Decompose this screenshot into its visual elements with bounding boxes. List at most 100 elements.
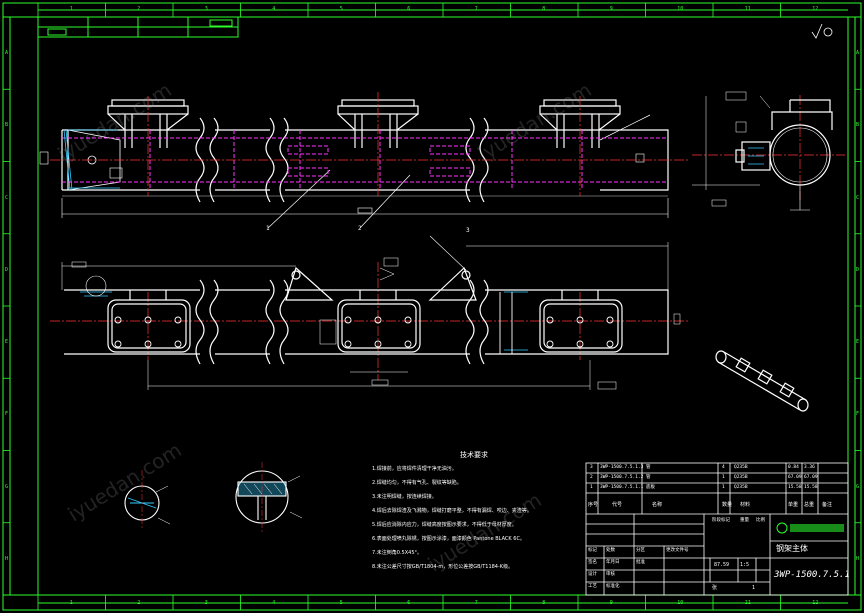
column-number: 8	[542, 6, 546, 12]
row-letter: D	[5, 266, 9, 273]
tech-requirement-line: 5.焊后应消除内应力，焊缝高度按图示要求，不得低于母材厚度。	[372, 522, 517, 528]
title-block-label: 年月日	[606, 560, 620, 565]
top-view-hidden	[62, 130, 668, 190]
column-number: 5	[339, 600, 343, 606]
title-block-label: 工艺	[588, 584, 597, 589]
drawing-number: 3WP-1500.7.5.1	[774, 570, 850, 580]
row-letter: H	[856, 555, 860, 562]
column-number: 9	[609, 600, 613, 606]
row-letter: F	[856, 411, 860, 418]
balloon-1: 1	[266, 225, 270, 232]
drawing-title: 钢架主体	[776, 544, 808, 553]
bom-header-cell: 备注	[822, 502, 833, 508]
tech-requirement-line: 4.焊后去除焊渣及飞溅物，焊缝打磨平整，不得有漏焊、咬边、夹渣等。	[372, 508, 532, 514]
side-view	[692, 91, 833, 211]
isometric-view	[715, 350, 809, 412]
row-letter: E	[5, 339, 9, 346]
tech-requirement-line: 8.未注公差尺寸按GB/T1804-m，形位公差按GB/T1184-K级。	[372, 564, 514, 570]
row-letter: H	[5, 555, 9, 562]
row-ticks	[3, 16, 861, 524]
row-letter: G	[856, 483, 860, 490]
column-number: 6	[407, 600, 411, 606]
column-number: 2	[137, 600, 141, 606]
row-letter: C	[5, 194, 9, 201]
title-block-label: 分区	[636, 548, 645, 553]
row-letter: F	[5, 411, 9, 418]
title-block-label: 签名	[588, 560, 597, 565]
column-number: 4	[272, 600, 276, 606]
title-block-label: 阶段标记	[712, 518, 730, 523]
bom-header-cell: 材料	[740, 502, 751, 508]
section-hatching	[63, 129, 528, 351]
bom-cell-name: 管	[646, 475, 651, 480]
column-number: 6	[407, 6, 411, 12]
tech-requirement-line: 2.焊缝均匀，不得有气孔、裂纹等缺陷。	[372, 480, 462, 486]
column-number: 7	[474, 6, 478, 12]
balloon-3: 3	[466, 227, 470, 234]
plate-1	[107, 290, 191, 353]
column-number: 9	[609, 6, 613, 12]
column-number: 12	[812, 600, 819, 606]
plate-3	[539, 290, 623, 353]
bom-cell-w1: 15.58	[788, 485, 802, 490]
column-number: 4	[272, 6, 276, 12]
section-detail-a	[124, 470, 171, 530]
bom-cell-name: 底板	[646, 485, 655, 490]
column-number: 1	[69, 600, 73, 606]
section-detail-b	[235, 462, 303, 532]
column-number: 1	[69, 6, 73, 12]
row-letter: B	[856, 122, 860, 129]
front-view	[61, 235, 681, 390]
title-block	[585, 462, 849, 596]
column-number: 12	[812, 6, 819, 12]
bom-cell-w2: 3.36	[804, 465, 815, 470]
sheet-label: 张	[712, 585, 718, 591]
title-block-label: 标准化	[606, 584, 620, 589]
tech-requirement-line: 1.焊接前，应将焊件清理干净无油污。	[372, 466, 457, 472]
tech-requirements-heading: 技术要求	[460, 451, 488, 459]
column-number: 8	[542, 600, 546, 606]
row-letter: B	[5, 122, 9, 129]
bom-cell-w2: 15.58	[804, 485, 818, 490]
bom-cell-w2: 67.09	[804, 475, 818, 480]
roughness-symbol	[811, 23, 833, 39]
plate-2	[337, 290, 421, 353]
row-letter: A	[856, 50, 860, 57]
bom-header-cell: 总重	[804, 502, 815, 508]
balloon-2: 2	[358, 225, 362, 232]
row-letter: C	[856, 194, 860, 201]
title-block-label: 重量	[740, 518, 749, 523]
column-ticks	[37, 3, 781, 610]
bom-header-cell: 名称	[652, 502, 663, 508]
bom-cell-w1: 0.84	[788, 465, 799, 470]
row-letter: E	[856, 339, 860, 346]
column-number: 7	[474, 600, 478, 606]
column-number: 3	[204, 600, 208, 606]
scale-value: 1:5	[740, 562, 750, 568]
bom-header-cell: 代号	[612, 502, 623, 508]
column-number: 11	[744, 6, 751, 12]
bom-header-cell: 数量	[722, 502, 733, 508]
column-number: 10	[677, 6, 684, 12]
row-letter: D	[856, 266, 860, 273]
tech-requirement-line: 3.未注明焊缝，按连续焊接。	[372, 494, 437, 500]
row-letter: G	[5, 483, 9, 490]
title-block-label: 比例	[756, 518, 765, 523]
column-number: 5	[339, 6, 343, 12]
column-number: 11	[744, 600, 751, 606]
bom-cell-qty: 1	[722, 475, 725, 480]
title-block-label: 标记	[588, 548, 597, 553]
bom-cell-material: Q235B	[734, 475, 748, 480]
column-number: 2	[137, 6, 141, 12]
bom-cell-no: 1	[590, 485, 593, 490]
title-block-label: 审核	[606, 572, 615, 577]
title-block-label: 批准	[636, 560, 645, 565]
bom-cell-w1: 67.09	[788, 475, 802, 480]
column-number: 10	[677, 600, 684, 606]
row-letter: A	[5, 50, 9, 57]
title-block-label: 更改文件号	[666, 548, 689, 553]
bom-header-cell: 单重	[788, 502, 799, 508]
bom-cell-material: Q235B	[734, 465, 748, 470]
